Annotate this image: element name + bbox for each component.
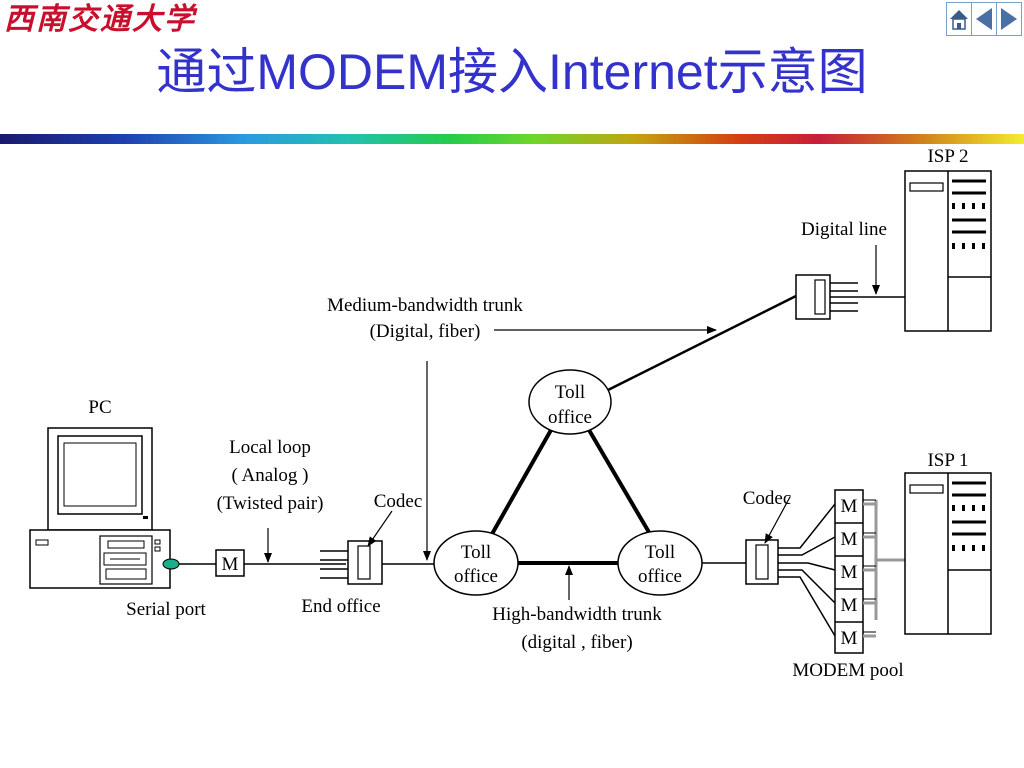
svg-text:M: M — [841, 529, 858, 550]
end-office-label: End office — [301, 596, 380, 617]
svg-text:M: M — [841, 595, 858, 616]
university-logo: 西南交通大学 — [4, 2, 196, 37]
high-trunk-label: High-bandwidth trunk — [492, 604, 662, 625]
toll-office-right: Toll office — [617, 530, 703, 596]
isp1-label: ISP 1 — [927, 450, 968, 471]
pc-icon — [29, 427, 171, 589]
serial-port-connector — [162, 558, 180, 570]
serial-port-label: Serial port — [126, 599, 206, 620]
modem-pool-label: MODEM pool — [792, 660, 903, 681]
svg-text:M: M — [841, 496, 858, 517]
medium-trunk-sublabel: (Digital, fiber) — [370, 321, 481, 342]
svg-text:Toll: Toll — [645, 542, 675, 563]
isp2-label: ISP 2 — [927, 146, 968, 167]
local-loop-twisted-label: (Twisted pair) — [217, 493, 324, 514]
svg-text:M: M — [841, 562, 858, 583]
end-office-codec — [320, 540, 383, 585]
next-icon[interactable] — [996, 2, 1022, 36]
digital-line-label: Digital line — [801, 219, 887, 240]
local-loop-analog-label: ( Analog ) — [231, 465, 308, 486]
high-trunk-sublabel: (digital , fiber) — [521, 632, 632, 653]
svg-text:M: M — [841, 628, 858, 649]
local-loop-label: Local loop — [229, 437, 311, 458]
svg-text:Toll: Toll — [555, 382, 585, 403]
codec-right-label: Codec — [743, 488, 792, 509]
svg-text:office: office — [454, 566, 498, 587]
nav-buttons — [946, 2, 1022, 36]
toll-office-left: Toll office — [433, 530, 519, 596]
medium-trunk-label: Medium-bandwidth trunk — [327, 295, 523, 316]
svg-text:office: office — [548, 407, 592, 428]
isp2-server — [904, 170, 992, 332]
svg-text:Toll: Toll — [461, 542, 491, 563]
modem-pool: M M M M M — [834, 489, 864, 654]
toll-office-top: Toll office — [528, 369, 612, 435]
modem-box: M — [215, 549, 245, 577]
isp1-codec — [745, 539, 779, 585]
home-icon[interactable] — [946, 2, 972, 36]
pc-label: PC — [88, 397, 111, 418]
svg-text:office: office — [638, 566, 682, 587]
rainbow-divider — [0, 134, 1024, 144]
isp1-server — [904, 472, 992, 635]
modem-label: M — [222, 554, 239, 575]
isp2-codec — [795, 274, 906, 320]
slide-title: 通过MODEM接入Internet示意图 — [156, 44, 868, 100]
codec-left-label: Codec — [374, 491, 423, 512]
